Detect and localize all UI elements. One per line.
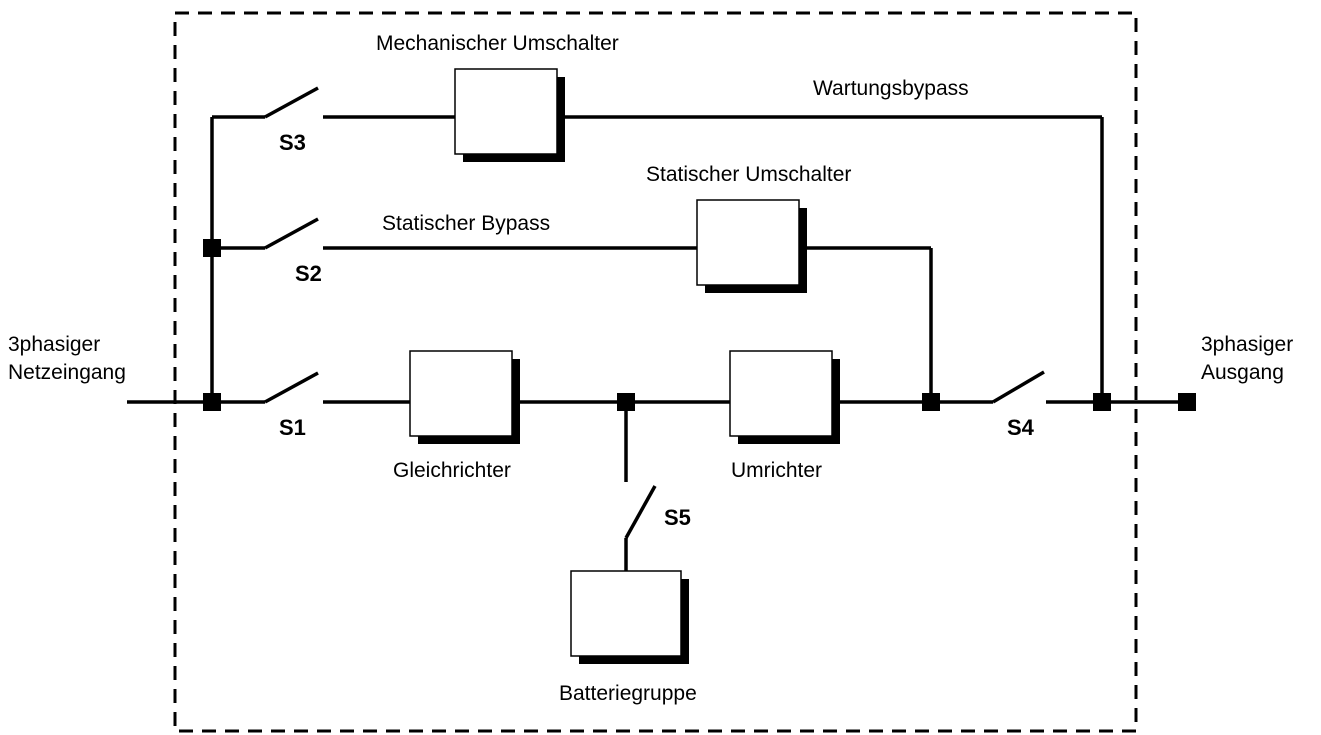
switch-s2-label: S2 — [295, 261, 322, 286]
mechanical-switch-label: Mechanischer Umschalter — [376, 32, 619, 55]
output-terminal-node — [1178, 393, 1196, 411]
junction-node-s2-bus — [203, 239, 221, 257]
maintenance-bypass-label: Wartungsbypass — [813, 77, 969, 100]
junction-node-input — [203, 393, 221, 411]
mechanical-switch-box — [454, 68, 565, 162]
static-bypass-label: Statischer Bypass — [382, 212, 550, 235]
static-switch-box — [696, 199, 807, 293]
rectifier-label: Gleichrichter — [393, 459, 511, 482]
output-label-line2: Ausgang — [1201, 361, 1284, 384]
battery-label: Batteriegruppe — [559, 682, 697, 705]
static-switch-label: Statischer Umschalter — [646, 163, 851, 186]
switch-s1-label: S1 — [279, 415, 306, 440]
switch-s3-label: S3 — [279, 130, 306, 155]
junction-node-maintenance-bypass — [1093, 393, 1111, 411]
rectifier-box — [409, 350, 520, 444]
switch-s4-label: S4 — [1007, 415, 1035, 440]
switch-s5-blade — [624, 485, 657, 539]
switch-s4-blade — [992, 370, 1045, 404]
output-label-line1: 3phasiger — [1201, 333, 1293, 356]
junction-node-static-bypass — [922, 393, 940, 411]
junction-node-dc-bus — [617, 393, 635, 411]
switch-s3-blade — [264, 86, 319, 119]
switch-s5-label: S5 — [664, 505, 691, 530]
input-label-line1: 3phasiger — [8, 333, 100, 356]
inverter-box — [729, 350, 840, 444]
battery-box — [570, 570, 689, 664]
switch-s2-blade — [264, 217, 319, 250]
switch-s1-blade — [264, 371, 319, 404]
ups-enclosure-border — [173, 11, 1138, 733]
input-label-line2: Netzeingang — [8, 361, 126, 384]
inverter-label: Umrichter — [731, 459, 822, 482]
